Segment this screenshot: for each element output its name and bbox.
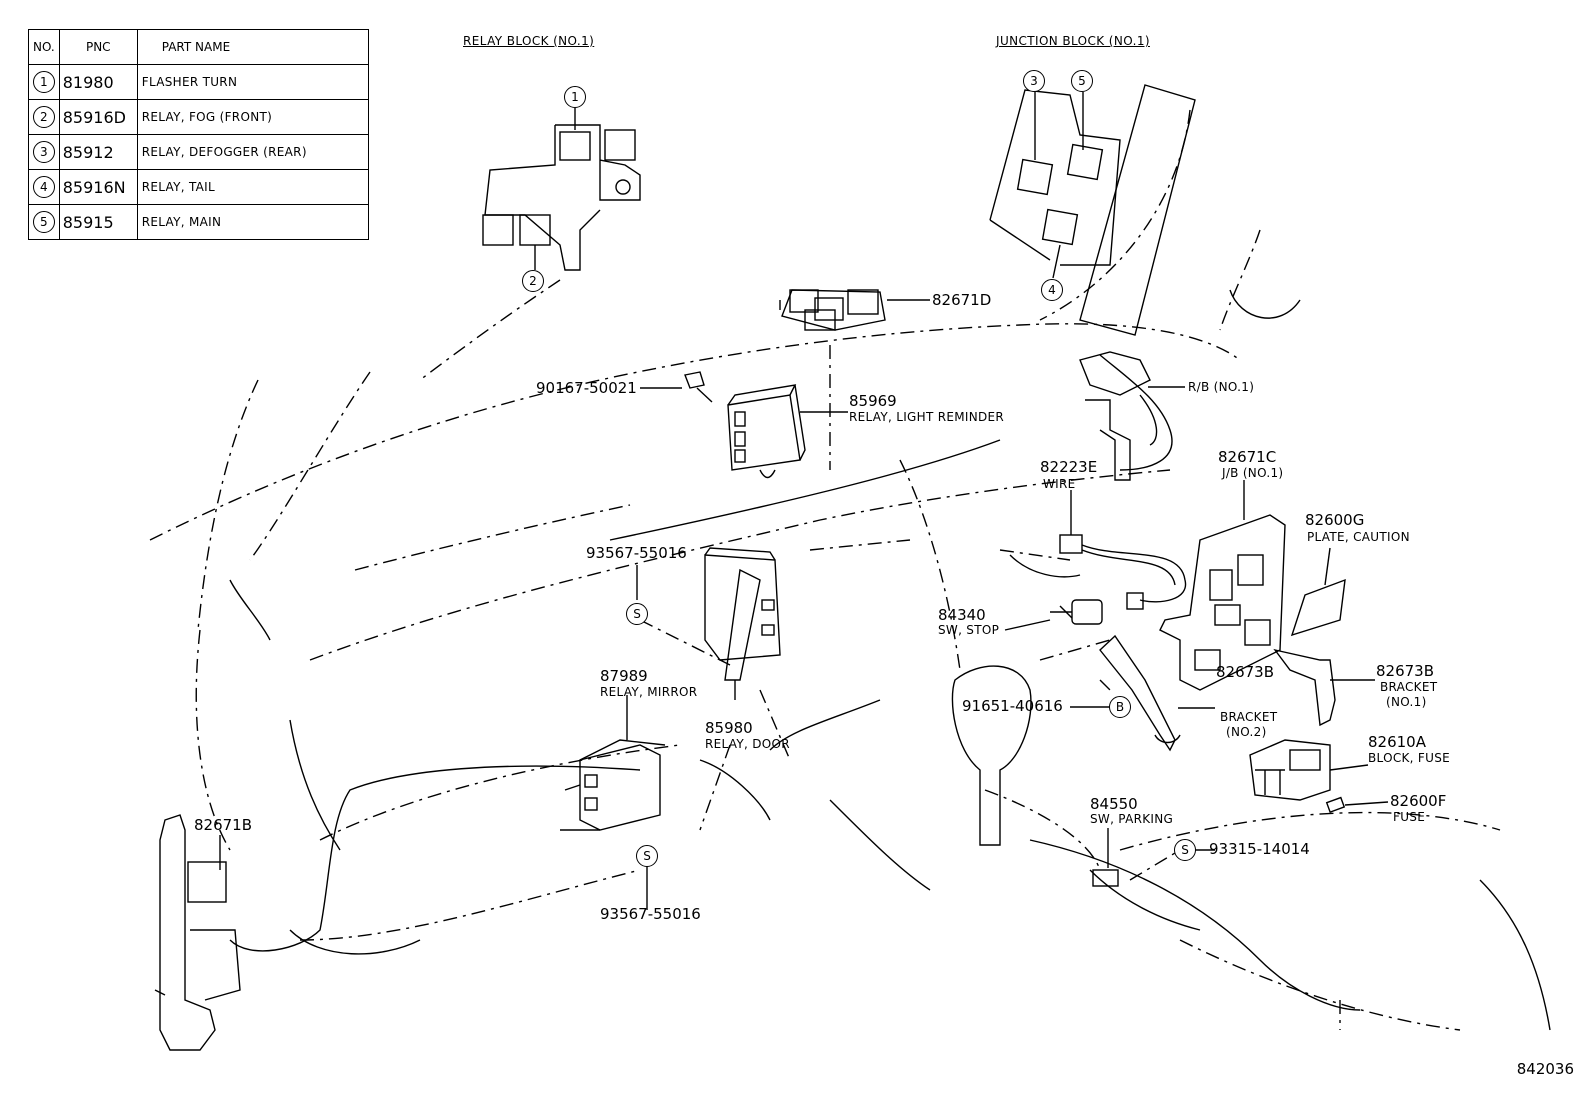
relay-block-rb	[1079, 351, 1158, 481]
label-84340-desc: SW, STOP	[938, 623, 1000, 637]
callout-3: 3	[1023, 70, 1045, 92]
leader-lines	[219, 92, 1389, 910]
row-pnc: 85915	[58, 204, 138, 240]
row-number: 1	[32, 71, 55, 93]
header-pnc: PNC	[58, 29, 138, 65]
label-82671c-desc: J/B (NO.1)	[1222, 466, 1284, 480]
bracket-82671b	[154, 814, 241, 1051]
callout-4: 4	[1041, 279, 1063, 301]
label-82673b-no2-sub: (NO.2)	[1226, 725, 1267, 739]
callout-b-91651: B	[1109, 696, 1131, 718]
label-91651-40616: 91651-40616	[962, 697, 1063, 715]
label-93315-14014: 93315-14014	[1209, 840, 1310, 858]
header-part-name: PART NAME	[136, 29, 369, 65]
label-82600f-desc: FUSE	[1393, 810, 1426, 824]
label-82673b-no1: 82673B	[1376, 662, 1435, 680]
label-82600g-desc: PLATE, CAUTION	[1307, 530, 1410, 544]
row-number: 5	[32, 211, 55, 233]
label-82610a: 82610A	[1368, 733, 1426, 751]
fuse-block-82610a	[1249, 739, 1331, 801]
table-header-row: NO. PNC PART NAME	[28, 29, 369, 65]
label-85969: 85969	[849, 392, 897, 410]
dash-outline	[149, 109, 1501, 1031]
table-row: 2 85916D RELAY, FOG (FRONT)	[28, 99, 369, 135]
relay-block-illustration	[482, 124, 641, 271]
row-number: 2	[32, 106, 55, 128]
header-no: NO.	[28, 29, 60, 65]
bracket-82673b-no1	[1273, 648, 1336, 727]
relay-85980	[704, 547, 781, 681]
relay-87989	[560, 739, 666, 831]
label-85980-desc: RELAY, DOOR	[705, 737, 790, 751]
label-82673b-no2: 82673B	[1216, 663, 1275, 681]
table-row: 4 85916N RELAY, TAIL	[28, 169, 369, 205]
relay-85969	[727, 384, 806, 479]
row-part-name: FLASHER TURN	[136, 64, 369, 100]
label-82610a-desc: BLOCK, FUSE	[1368, 751, 1450, 765]
wire-82223e	[1059, 534, 1187, 610]
label-85969-desc: RELAY, LIGHT REMINDER	[849, 410, 1005, 424]
plate-82600g	[1290, 578, 1346, 637]
label-82600g: 82600G	[1305, 511, 1365, 529]
shift-lever	[951, 665, 1032, 846]
junction-block-illustration	[989, 84, 1196, 336]
switch-84550	[1092, 869, 1119, 887]
label-84550-desc: SW, PARKING	[1090, 812, 1174, 826]
table-row: 3 85912 RELAY, DEFOGGER (REAR)	[28, 134, 369, 170]
bracket-82673b-no2	[1099, 634, 1181, 752]
label-82671d: 82671D	[932, 291, 992, 309]
row-part-name: RELAY, FOG (FRONT)	[136, 99, 369, 135]
relay-block-heading: RELAY BLOCK (NO.1)	[463, 34, 595, 48]
label-87989-desc: RELAY, MIRROR	[600, 685, 698, 699]
figure-number: 842036	[1516, 1060, 1574, 1078]
label-82600f: 82600F	[1390, 792, 1447, 810]
row-pnc: 81980	[58, 64, 138, 100]
fuse-82600f	[1325, 796, 1346, 813]
row-pnc: 85916N	[58, 169, 138, 205]
row-number: 4	[32, 176, 55, 198]
callout-s-93315: S	[1174, 839, 1196, 861]
table-row: 1 81980 FLASHER TURN	[28, 64, 369, 100]
label-82671b: 82671B	[194, 816, 253, 834]
label-82223e-desc: WIRE	[1043, 477, 1076, 491]
row-part-name: RELAY, MAIN	[136, 204, 369, 240]
label-rb-no1: R/B (NO.1)	[1188, 380, 1255, 394]
screw-90167	[684, 371, 713, 403]
callout-s-93567-lower: S	[636, 845, 658, 867]
callout-1: 1	[564, 86, 586, 108]
label-85980: 85980	[705, 719, 753, 737]
switch-84340	[1050, 599, 1103, 625]
callout-5: 5	[1071, 70, 1093, 92]
body-outline	[229, 289, 1551, 1031]
parts-table: NO. PNC PART NAME 1 81980 FLASHER TURN 2…	[28, 29, 369, 240]
row-pnc: 85912	[58, 134, 138, 170]
label-93567-55016-lower: 93567-55016	[600, 905, 701, 923]
label-82673b-no1-desc: BRACKET	[1380, 680, 1438, 694]
junction-block-heading: JUNCTION BLOCK (NO.1)	[996, 34, 1150, 48]
label-82673b-no2-desc: BRACKET	[1220, 710, 1278, 724]
label-84550: 84550	[1090, 795, 1138, 813]
row-number: 3	[32, 141, 55, 163]
label-82671c: 82671C	[1218, 448, 1277, 466]
row-part-name: RELAY, DEFOGGER (REAR)	[136, 134, 369, 170]
row-part-name: RELAY, TAIL	[136, 169, 369, 205]
table-row: 5 85915 RELAY, MAIN	[28, 204, 369, 240]
callout-s-93567-upper: S	[626, 603, 648, 625]
label-93567-55016-upper: 93567-55016	[586, 544, 687, 562]
label-90167-50021: 90167-50021	[536, 379, 637, 397]
row-pnc: 85916D	[58, 99, 138, 135]
label-87989: 87989	[600, 667, 648, 685]
label-82673b-no1-sub: (NO.1)	[1386, 695, 1427, 709]
callout-2: 2	[522, 270, 544, 292]
relay-block-82671d	[781, 289, 886, 331]
label-82223e: 82223E	[1040, 458, 1098, 476]
label-84340: 84340	[938, 606, 986, 624]
junction-block-82671c	[1159, 514, 1286, 691]
